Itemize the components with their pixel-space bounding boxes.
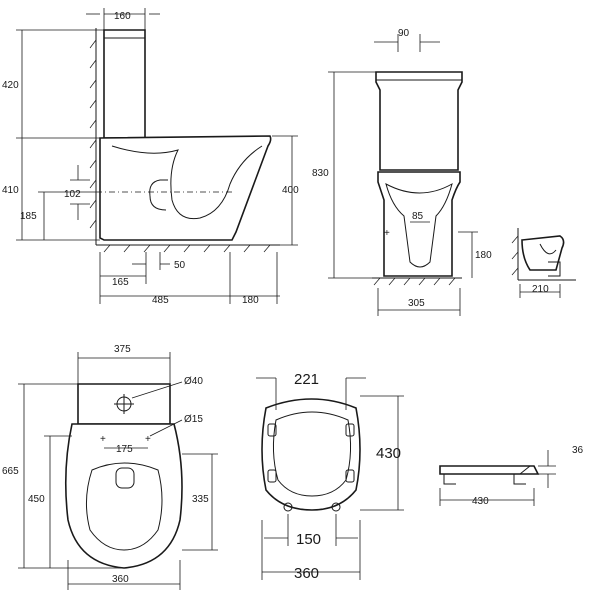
dim-text: 102 — [64, 189, 81, 200]
dim-text: 360 — [112, 574, 129, 585]
dim-text: 85 — [412, 211, 424, 222]
seat-top-view: 221 430 150 360 — [256, 371, 404, 582]
floor-hatch — [373, 277, 456, 286]
dim-text: 360 — [294, 565, 319, 582]
dim-text: 175 — [116, 444, 133, 455]
dim-text: 305 — [408, 298, 425, 309]
pan-front — [377, 171, 461, 277]
pan-side — [99, 135, 272, 241]
dim-text: 420 — [2, 80, 19, 91]
dim-text: Ø15 — [184, 414, 203, 425]
dim-text: 830 — [312, 168, 329, 179]
dim-text: 400 — [282, 185, 299, 196]
floor-hatch — [103, 244, 271, 253]
detail-hatch — [511, 235, 519, 276]
wall-hatch — [89, 39, 97, 229]
bowl-top — [64, 423, 183, 569]
dim-text: 221 — [294, 371, 319, 388]
fixing-mark: + — [145, 434, 151, 445]
seat-side-view: 36 430 — [439, 445, 584, 507]
dim-text: 165 — [112, 277, 129, 288]
dim-text: 450 — [28, 494, 45, 505]
dim-text: 180 — [242, 295, 259, 306]
cistern-front — [375, 71, 463, 171]
dim-text: Ø40 — [184, 376, 203, 387]
detail-view: 210 — [511, 228, 576, 298]
dim-text: 430 — [472, 496, 489, 507]
dim-text: 430 — [376, 445, 401, 462]
dim-text: 160 — [114, 11, 131, 22]
fixing-mark: + — [100, 434, 106, 445]
dim-text: 50 — [174, 260, 186, 271]
plus-mark: + — [384, 228, 390, 239]
dim-text: 485 — [152, 295, 169, 306]
dim-text: 210 — [532, 284, 549, 295]
dim-text: 335 — [192, 494, 209, 505]
detail-pan — [521, 235, 565, 271]
cistern-side — [103, 29, 146, 139]
dim-text: 180 — [475, 250, 492, 261]
dim-text: 410 — [2, 185, 19, 196]
dim-text: 375 — [114, 344, 131, 355]
top-view: + + 375 Ø40 Ø15 175 665 450 335 360 — [2, 344, 218, 590]
dim-text: 665 — [2, 466, 19, 477]
dim-text: 90 — [398, 28, 410, 39]
dim-text: 36 — [572, 445, 584, 456]
seat-outline — [261, 398, 361, 511]
dim-text: 150 — [296, 531, 321, 548]
seat-profile — [439, 465, 540, 475]
front-view: + 90 830 85 180 305 — [312, 28, 492, 316]
side-view: 160 420 410 185 102 400 50 165 — [2, 8, 299, 306]
dim-text: 185 — [20, 211, 37, 222]
